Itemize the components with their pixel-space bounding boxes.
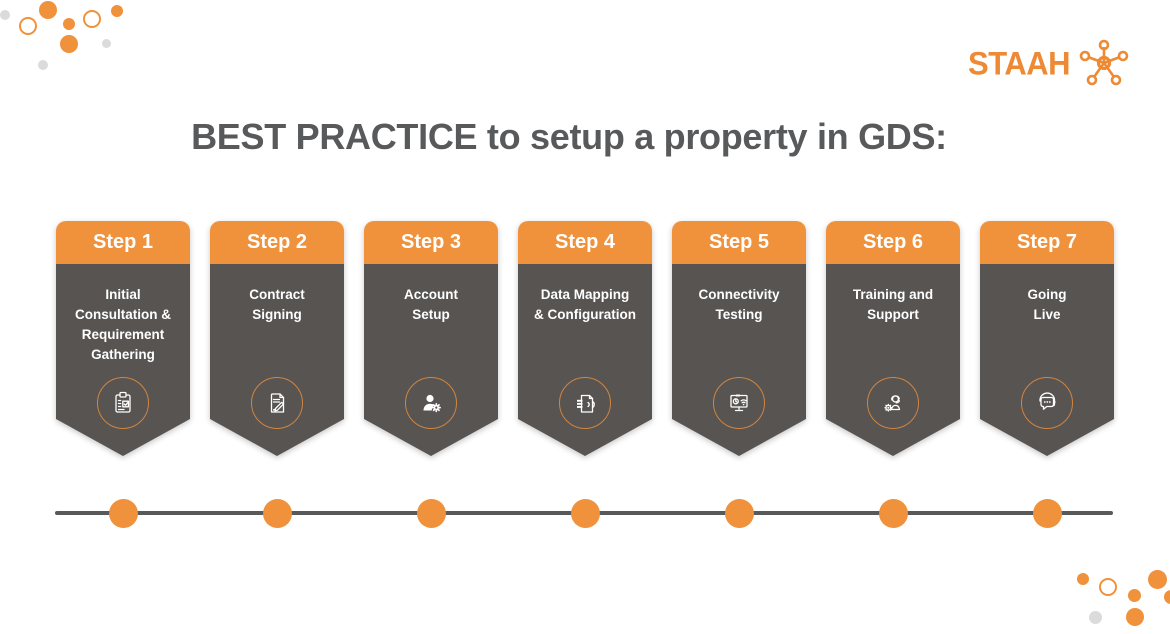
step-header: Step 6 xyxy=(826,221,960,264)
headset-gear-icon xyxy=(867,377,919,429)
decorative-dot xyxy=(60,35,78,53)
decorative-dot xyxy=(38,60,48,70)
page-title: BEST PRACTICE to setup a property in GDS… xyxy=(191,116,947,157)
timeline-dot-2 xyxy=(263,499,292,528)
step-header: Step 3 xyxy=(364,221,498,264)
step-header: Step 2 xyxy=(210,221,344,264)
step-label: Step 4 xyxy=(554,231,616,253)
step-label: Step 6 xyxy=(862,231,924,253)
decorative-dot xyxy=(1164,590,1170,604)
step-card-6: Step 6 Training and Support xyxy=(826,221,960,456)
step-title: Initial Consultation & Requirement Gathe… xyxy=(75,287,171,362)
step-body: Account Setup xyxy=(364,264,498,419)
step-title: Account Setup xyxy=(404,287,458,322)
timeline-dot-4 xyxy=(571,499,600,528)
step-title: Training and Support xyxy=(852,287,934,322)
step-label: Step 7 xyxy=(1016,231,1078,253)
timeline-dot-7 xyxy=(1033,499,1062,528)
step-header: Step 5 xyxy=(672,221,806,264)
decorative-dot xyxy=(1077,573,1089,585)
staah-logo-text: STAAH xyxy=(968,44,1070,82)
clipboard-checklist-icon xyxy=(97,377,149,429)
decorative-dot xyxy=(1128,589,1141,602)
step-header: Step 1 xyxy=(56,221,190,264)
monitor-testing-icon xyxy=(713,377,765,429)
step-title: Contract Signing xyxy=(249,287,305,322)
decorative-dot xyxy=(63,18,75,30)
step-title: Going Live xyxy=(1027,287,1067,322)
timeline-dot-1 xyxy=(109,499,138,528)
step-header: Step 7 xyxy=(980,221,1114,264)
decorative-dot xyxy=(1148,570,1167,589)
decorative-dot xyxy=(19,17,37,35)
step-card-7: Step 7 Going Live xyxy=(980,221,1114,456)
decorative-dot xyxy=(102,39,111,48)
step-title: Data Mapping & Configuration xyxy=(534,287,636,322)
decorative-dot xyxy=(111,5,123,17)
step-label: Step 1 xyxy=(92,231,154,253)
step-card-3: Step 3 Account Setup xyxy=(364,221,498,456)
step-label: Step 5 xyxy=(708,231,770,253)
timeline-dot-5 xyxy=(725,499,754,528)
timeline-dot-3 xyxy=(417,499,446,528)
decorative-dot xyxy=(0,10,10,20)
molecule-network-icon xyxy=(1078,38,1132,88)
step-card-4: Step 4 Data Mapping & Configuration xyxy=(518,221,652,456)
decorative-dot xyxy=(39,1,57,19)
decorative-dot xyxy=(1126,608,1144,626)
step-body: Initial Consultation & Requirement Gathe… xyxy=(56,264,190,419)
staah-logo: STAAH xyxy=(968,38,1132,88)
timeline-dot-6 xyxy=(879,499,908,528)
step-card-1: Step 1 Initial Consultation & Requiremen… xyxy=(56,221,190,456)
step-body: Contract Signing xyxy=(210,264,344,419)
step-label: Step 3 xyxy=(400,231,462,253)
decorative-dot xyxy=(83,10,101,28)
user-gear-icon xyxy=(405,377,457,429)
decorative-dot xyxy=(1099,578,1117,596)
data-mapping-icon xyxy=(559,377,611,429)
chat-headset-icon xyxy=(1021,377,1073,429)
step-label: Step 2 xyxy=(246,231,308,253)
step-card-2: Step 2 Contract Signing xyxy=(210,221,344,456)
step-title: Connectivity Testing xyxy=(698,287,780,322)
decorative-dot xyxy=(1089,611,1102,624)
contract-signing-icon xyxy=(251,377,303,429)
step-card-5: Step 5 Connectivity Testing xyxy=(672,221,806,456)
step-header: Step 4 xyxy=(518,221,652,264)
